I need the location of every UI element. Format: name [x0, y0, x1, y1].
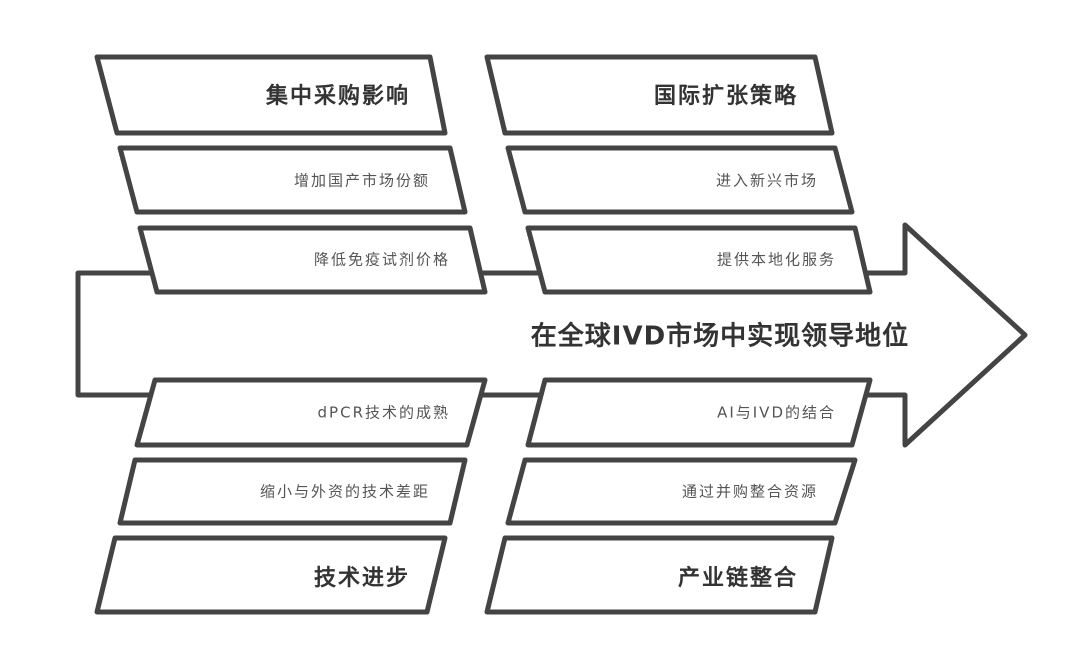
cause-text: 进入新兴市场 — [716, 172, 818, 190]
cause-text: 通过并购整合资源 — [682, 483, 818, 501]
cause-box — [117, 145, 468, 215]
goal-text: 在全球IVD市场中实现领导地位 — [531, 321, 909, 352]
cause-text: 降低免疫试剂价格 — [314, 251, 450, 269]
category-title: 国际扩张策略 — [654, 83, 798, 109]
cause-box — [525, 377, 873, 448]
category-industry-chain: AI与IVD的结合 通过并购整合资源 产业链整合 — [484, 377, 873, 615]
category-header-box — [94, 54, 448, 136]
cause-text: 缩小与外资的技术差距 — [260, 483, 430, 501]
cause-box — [134, 377, 488, 448]
cause-text: 提供本地化服务 — [717, 251, 836, 269]
category-procurement: 集中采购影响 增加国产市场份额 降低免疫试剂价格 — [94, 54, 488, 295]
category-title: 技术进步 — [314, 565, 410, 591]
cause-box — [505, 145, 855, 215]
category-title: 集中采购影响 — [265, 83, 410, 109]
category-header-box — [484, 54, 835, 136]
cause-box — [505, 457, 858, 526]
category-technology: dPCR技术的成熟 缩小与外资的技术差距 技术进步 — [94, 377, 488, 615]
cause-box — [137, 225, 488, 295]
category-title: 产业链整合 — [678, 565, 798, 591]
category-header-box — [94, 535, 448, 615]
cause-text: 增加国产市场份额 — [294, 172, 430, 190]
cause-text: AI与IVD的结合 — [717, 404, 836, 422]
category-header-box — [484, 535, 835, 615]
category-international: 国际扩张策略 进入新兴市场 提供本地化服务 — [484, 54, 873, 295]
cause-box — [117, 457, 468, 526]
cause-text: dPCR技术的成熟 — [318, 404, 450, 422]
cause-box — [525, 225, 873, 295]
